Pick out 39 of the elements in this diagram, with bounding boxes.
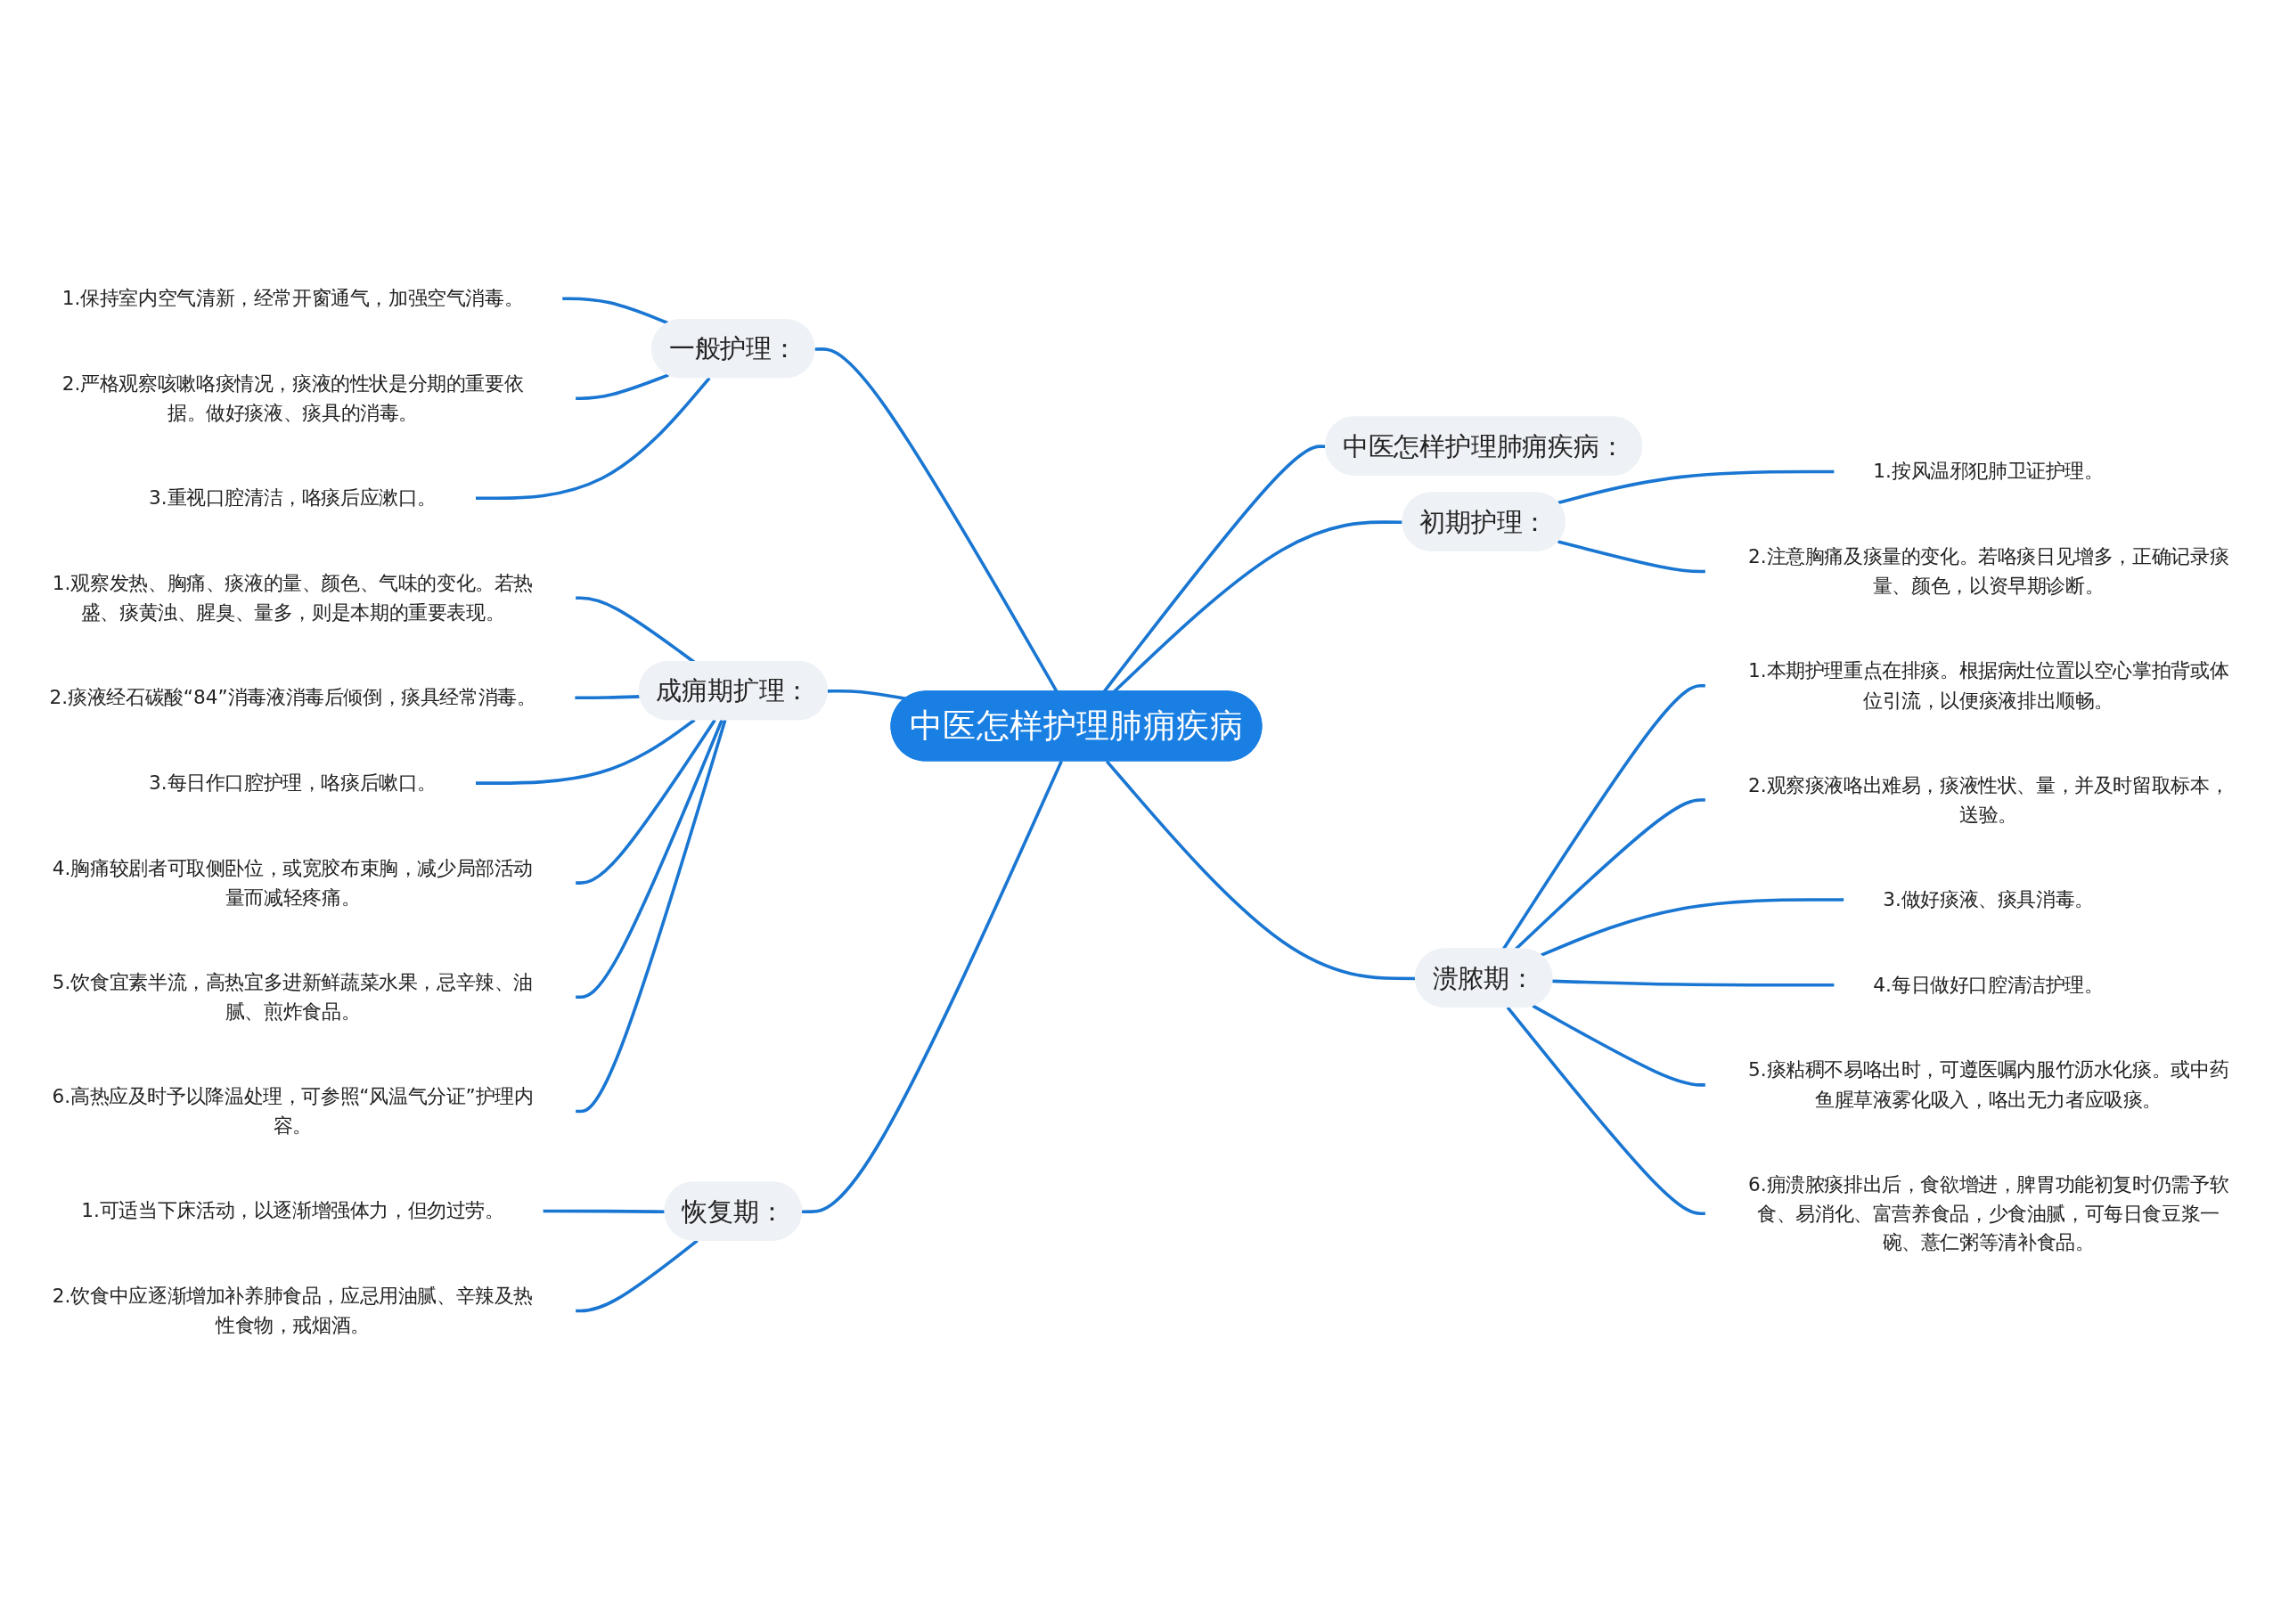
node-text: 1.按风温邪犯肺卫证护理。 — [1873, 460, 2104, 484]
connector — [1105, 760, 1417, 981]
node-text: 2.痰液经石碳酸“84”消毒液消毒后倾倒，痰具经常消毒。 — [49, 685, 536, 709]
connector — [475, 718, 696, 785]
node-text: 2.观察痰液咯出难易，痰液性状、量，并及时留取标本，送验。 — [1747, 773, 2229, 826]
connector — [1501, 683, 1706, 951]
node-text: 5.痰粘稠不易咯出时，可遵医嘱内服竹沥水化痰。或中药鱼腥草液雾化吸入，咯出无力者应吸痰。 — [1747, 1058, 2229, 1111]
connector — [1557, 469, 1835, 505]
node-text: 1.可适当下床活动，以逐渐增强体力，但勿过劳。 — [81, 1199, 504, 1223]
connector — [575, 1239, 699, 1313]
node-text: 2.注意胸痛及痰量的变化。若咯痰日见增多，正确记录痰量、颜色，以资早期诊断。 — [1747, 545, 2229, 598]
node-text: 1.保持室内空气清新，经常开窗通气，加强空气消毒。 — [61, 286, 524, 310]
node-text: 3.每日作口腔护理，咯痰后嗽口。 — [148, 771, 437, 795]
node-text: 6.痈溃脓痰排出后，食欲增进，脾胃功能初复时仍需予软食、易消化、富营养食品，少食油腻，可每日食豆浆一碗、薏仁粥等清补食品。 — [1747, 1172, 2229, 1254]
connector — [1557, 540, 1706, 574]
connector — [827, 689, 907, 701]
connector — [575, 373, 670, 401]
node-text: 2.饮食中应逐渐增加补养肺食品，应忌用油腻、辛辣及热性食物，戒烟酒。 — [52, 1285, 534, 1337]
connector — [1540, 898, 1844, 958]
node-text: 3.重视口腔清洁，咯痰后应漱口。 — [148, 486, 437, 510]
connector — [1552, 979, 1835, 987]
connector — [574, 695, 641, 700]
node-text: 2.严格观察咳嗽咯痰情况，痰液的性状是分期的重要依据。做好痰液、痰具的消毒。 — [61, 371, 524, 425]
node-text: 1.本期护理重点在排痰。根据病灶位置以空心掌拍背或体位引流，以便痰液排出顺畅。 — [1747, 659, 2229, 712]
connector — [802, 760, 1063, 1214]
connector — [1506, 1006, 1706, 1216]
connector — [575, 719, 716, 885]
node-text: 1.观察发热、胸痛、痰液的量、颜色、气味的变化。若热盛、痰黄浊、腥臭、量多，则是本期的重要表现。 — [52, 571, 534, 624]
connector — [475, 377, 711, 501]
connector — [575, 719, 727, 1114]
connector — [575, 719, 724, 1000]
node-text: 6.高热应及时予以降温处理，可参照“风温气分证”护理内容。 — [52, 1085, 534, 1138]
node-text: 3.做好痰液、痰具消毒。 — [1883, 887, 2094, 911]
node-text: 4.胸痛较剧者可取侧卧位，或宽胶布束胸，减少局部活动量而减轻疼痛。 — [52, 856, 534, 909]
connector — [814, 347, 1059, 693]
node-text: 5.饮食宜素半流，高热宜多进新鲜蔬菜水果，忌辛辣、油腻、煎炸食品。 — [52, 970, 534, 1024]
connector — [1532, 1004, 1706, 1087]
node-text: 4.每日做好口腔清洁护理。 — [1873, 973, 2104, 997]
connector — [561, 297, 670, 325]
